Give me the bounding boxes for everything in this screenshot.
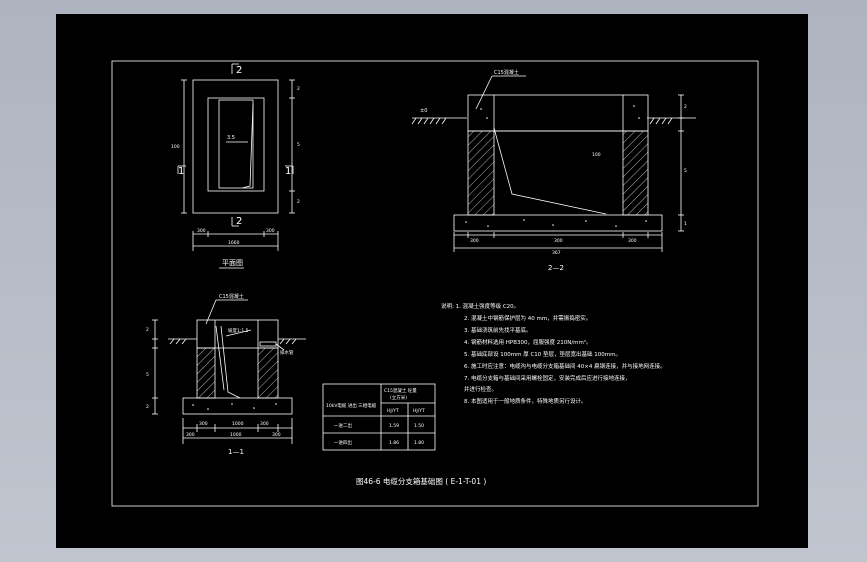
- plan-dim-right-1: 2: [297, 86, 300, 92]
- s1-caption: 1—1: [228, 448, 244, 456]
- table-row-a: 1.59: [389, 423, 399, 429]
- s1-dim-b: 1000: [232, 421, 244, 427]
- s1-drain-note: 排水管: [280, 349, 294, 356]
- plan-cable-line: [241, 103, 254, 189]
- note-line: 2. 混凝土中钢筋保护层为 40 mm，并需振捣密实。: [464, 314, 591, 322]
- s2-base-slab: [453, 214, 663, 232]
- s2-dim-right-1: 2: [684, 104, 687, 110]
- plan-caption: 平面图: [222, 259, 243, 267]
- s1-right-wall: [257, 347, 279, 399]
- table-header-col1: 10kV电缆 进出 三相电缆: [326, 402, 377, 409]
- s1-dim-c: 300: [260, 421, 269, 427]
- s2-callout: C15混凝土: [494, 69, 519, 76]
- table-row-b: 1.80: [414, 440, 424, 446]
- plan-section-mark-left: 1: [178, 166, 184, 177]
- plan-dim-right-3: 2: [297, 199, 300, 205]
- sheet-border: [111, 60, 759, 507]
- plan-opening: [218, 99, 254, 189]
- s1-base-slab: [182, 397, 293, 415]
- note-line: 5. 基础底部设 100mm 厚 C10 垫层，垫层宽出基础 100mm。: [464, 350, 621, 358]
- note-line: 8. 本图适用于一般地质条件，特殊地质另行设计。: [464, 397, 587, 405]
- table-row-b: 1.50: [414, 423, 424, 429]
- plan-dim-bottom-left: 300: [197, 228, 206, 234]
- note-line: 说明: 1. 混凝土强度等级 C20。: [441, 302, 519, 310]
- notes-block: 说明: 1. 混凝土强度等级 C20。 2. 混凝土中钢筋保护层为 40 mm，…: [441, 302, 666, 405]
- s2-dim-a: 300: [470, 238, 479, 244]
- section-1-1: 排水管 C15混凝土 坡度1:1.5 2 5 2: [146, 293, 306, 456]
- drawing-svg: 3.5 2 2 1 1 100 2 5: [111, 60, 759, 507]
- s2-caption: 2—2: [548, 264, 564, 272]
- note-line: 6. 施工时应注意：电缆沟与电缆分支箱基础间 40×4 扁钢连接，并与接地网连接…: [464, 362, 666, 370]
- plan-dim-right-2: 5: [297, 142, 300, 148]
- section-2-2: ±0 C15混凝土 100: [411, 69, 696, 272]
- s2-dim-span: 100: [592, 152, 601, 158]
- s1-dim-f: 300: [272, 432, 281, 438]
- plan-outer-rect: [192, 79, 279, 214]
- table-sub-b: HJ/YT: [413, 408, 425, 414]
- quantity-table: 10kV电缆 进出 三相电缆 C15混凝土 砼量 (立方米) HJ/YT HJ/…: [322, 383, 436, 451]
- note-line: 并进行检查。: [464, 385, 497, 393]
- s2-right-wall: [622, 130, 649, 216]
- s1-callout: C15混凝土: [219, 293, 244, 300]
- s1-dim-d: 300: [186, 432, 195, 438]
- table-row-name: 一进四出: [334, 439, 352, 446]
- s2-ground-label: ±0: [420, 108, 427, 114]
- s2-dim-c: 300: [628, 238, 637, 244]
- s1-left-wall: [196, 347, 216, 399]
- plan-dim-bottom-right: 300: [266, 228, 275, 234]
- drawing-canvas[interactable]: 3.5 2 2 1 1 100 2 5: [56, 14, 808, 548]
- plan-section-mark-top: 2: [236, 65, 242, 76]
- s1-dim-e: 1000: [230, 432, 242, 438]
- note-line: 7. 电缆分支箱与基础间采用螺栓固定，安装完成后应进行接地连接，: [464, 374, 631, 382]
- s1-dim-left-3: 2: [146, 404, 149, 410]
- s1-slope-note: 坡度1:1.5: [228, 327, 249, 334]
- s2-cable: [493, 127, 607, 215]
- s1-dim-a: 300: [199, 421, 208, 427]
- table-sub-a: HJ/YT: [387, 408, 399, 414]
- table-row-name: 一进二出: [334, 422, 352, 429]
- s2-dim-right-2: 5: [684, 168, 687, 174]
- table-header-col2-sub: (立方米): [390, 394, 407, 401]
- note-line: 3. 基础浇筑前先找平基底。: [464, 326, 532, 334]
- s1-dim-left-1: 2: [146, 327, 149, 333]
- s1-dim-left-2: 5: [146, 372, 149, 378]
- s1-upper-box: [196, 319, 279, 349]
- plan-dim-height: 100: [171, 144, 180, 150]
- s2-dim-b: 300: [554, 238, 563, 244]
- table-row-a: 1.86: [389, 440, 399, 446]
- note-line: 4. 钢筋材料选用 HPB300，屈服强度 210N/mm²。: [464, 338, 592, 346]
- s2-left-wall: [467, 130, 495, 216]
- s2-upper-box: [467, 94, 649, 132]
- plan-section-mark-bottom: 2: [236, 216, 242, 227]
- table-header-col2: C15混凝土 砼量: [384, 387, 417, 394]
- s2-dim-total: 367: [552, 250, 561, 256]
- plan-inner-note: 3.5: [227, 135, 235, 141]
- s1-cable: [220, 325, 241, 399]
- plan-section-mark-right: 1: [285, 166, 291, 177]
- s2-dim-right-3: 1: [684, 221, 687, 227]
- plan-dim-total: 1660: [228, 240, 240, 246]
- plan-inner-rect: [207, 97, 265, 192]
- plan-view: 3.5 2 2 1 1 100 2 5: [171, 63, 300, 269]
- drawing-title: 图46-6 电缆分支箱基础图 ( E-1-T-01 ): [356, 476, 486, 486]
